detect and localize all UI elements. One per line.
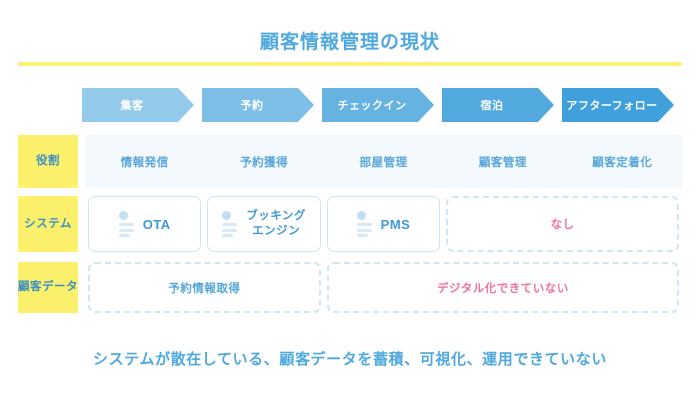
stage-arrow-row: 集客 予約 チェックイン 宿泊 アフターフォロー	[82, 88, 682, 122]
label-line: PMS	[380, 216, 411, 232]
system-card-3[interactable]: PMS	[326, 196, 441, 252]
placeholder-label: デジタル化できていない	[437, 280, 569, 296]
placeholder-label: なし	[551, 216, 575, 232]
title-underline-rule	[18, 62, 682, 66]
row-label-line: データ	[42, 281, 78, 293]
role-cell-1: 情報発信	[85, 135, 204, 188]
label-line: エンジン	[252, 225, 301, 237]
placeholder-box-4[interactable]: なし	[446, 196, 679, 252]
row-label-line: 顧客	[18, 281, 42, 293]
record-card-icon	[356, 211, 372, 237]
footer-caption: システムが散在している、顧客データを蓄積、可視化、運用できていない	[93, 351, 607, 368]
stage-arrow-3[interactable]: チェックイン	[322, 88, 434, 122]
role-cell-4: 顧客管理	[443, 135, 562, 188]
row-label-2: システム	[18, 196, 78, 252]
system-card-label: ブッキングエンジン	[246, 209, 306, 239]
stage-arrow-5[interactable]: アフターフォロー	[562, 88, 674, 122]
system-card-2[interactable]: ブッキングエンジン	[207, 196, 321, 252]
label-line: ブッキング	[246, 210, 306, 222]
system-card-1[interactable]: OTA	[88, 196, 202, 252]
role-cell-5: 顧客定着化	[563, 135, 682, 188]
role-cell-label: 部屋管理	[359, 156, 408, 169]
row-band-3: 予約情報取得 デジタル化できていない	[85, 262, 682, 313]
row-band-1: 情報発信 予約獲得 部屋管理 顧客管理 顧客定着化	[85, 135, 682, 188]
page-title: 顧客情報管理の現状	[259, 32, 440, 53]
system-card-label: OTA	[143, 217, 171, 232]
stage-arrow-label: 宿泊	[480, 100, 504, 112]
stage-arrow-1[interactable]: 集客	[82, 88, 194, 122]
record-card-icon	[222, 211, 238, 237]
role-cell-label: 顧客管理	[478, 156, 527, 169]
stage-arrow-2[interactable]: 予約	[202, 88, 314, 122]
stage-arrow-4[interactable]: 宿泊	[442, 88, 554, 122]
stage-arrow-label: 集客	[120, 100, 144, 112]
stage-arrow-label: チェックイン	[337, 100, 407, 112]
role-cell-label: 情報発信	[120, 156, 169, 169]
row-label-line: 役割	[36, 155, 60, 167]
row-label-1: 役割	[18, 135, 78, 188]
placeholder-box-1[interactable]: 予約情報取得	[88, 262, 321, 313]
stage-arrow-label: アフターフォロー	[566, 100, 658, 112]
record-card-icon	[118, 211, 134, 237]
page-title-container: 顧客情報管理の現状	[0, 30, 700, 56]
role-cell-2: 予約獲得	[204, 135, 323, 188]
row-label-3: 顧客データ	[18, 262, 78, 313]
label-line: なし	[550, 219, 575, 231]
role-cell-label: 顧客定着化	[592, 156, 653, 169]
stage-arrow-label: 予約	[240, 100, 264, 112]
placeholder-box-2[interactable]: デジタル化できていない	[326, 262, 679, 313]
matrix-grid: 役割 情報発信 予約獲得 部屋管理 顧客管理 顧客定着化システム OTA ブッキングエンジン P…	[18, 133, 682, 315]
row-band-2: OTA ブッキングエンジン PMS なし	[85, 196, 682, 252]
row-label-line: システム	[24, 217, 72, 230]
label-line: 予約情報取得	[168, 282, 241, 295]
placeholder-label: 予約情報取得	[168, 280, 240, 296]
role-cell-3: 部屋管理	[324, 135, 443, 188]
label-line: OTA	[142, 216, 171, 232]
role-cell-label: 予約獲得	[240, 156, 289, 169]
label-line: デジタル化できていない	[437, 282, 569, 295]
system-card-label: PMS	[381, 217, 411, 232]
